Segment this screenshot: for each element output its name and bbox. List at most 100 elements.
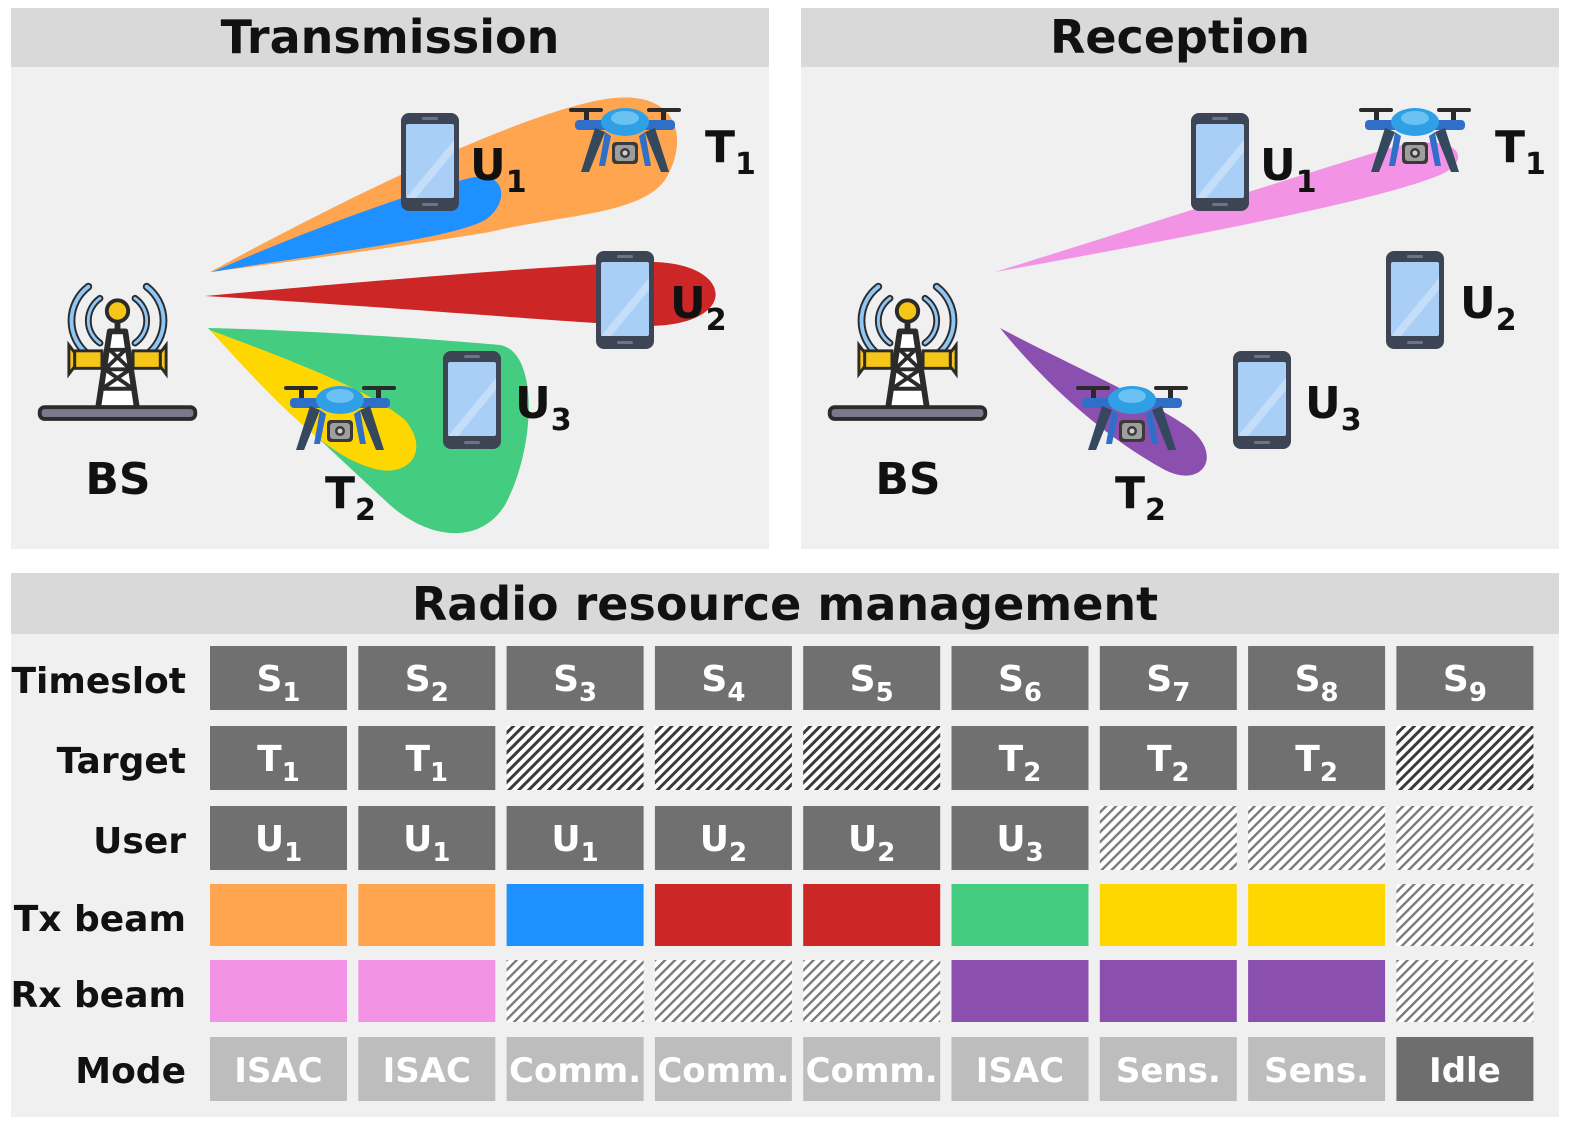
tx-beam-red — [205, 262, 716, 326]
users-cell-label: U2 — [700, 819, 747, 868]
targets-cell — [654, 726, 792, 790]
target-label-t2: T2 — [1115, 468, 1166, 528]
user-label-u3: U3 — [515, 378, 572, 438]
phone-icon — [1386, 251, 1444, 349]
tx-beams-cell — [1396, 884, 1534, 946]
timeslots-cell — [506, 646, 644, 710]
users-cell-label: U1 — [551, 819, 598, 868]
timeslots-cell-label: S1 — [256, 659, 300, 708]
rx-beams-cell — [1248, 960, 1386, 1022]
reception-panel: Reception BS U1 U2 U3 T1 T2 — [801, 8, 1559, 549]
timeslots-cell — [654, 646, 792, 710]
transmission-panel: Transmission BS U1 U2 U3 T1 T2 — [11, 8, 769, 549]
modes-cell — [1248, 1037, 1386, 1101]
timeslots-cell-label: S5 — [850, 659, 894, 708]
bs-label: BS — [875, 454, 940, 505]
rx-beams-cell — [654, 960, 792, 1022]
transmission-title: Transmission — [221, 10, 560, 64]
targets-cell-label: T1 — [405, 739, 448, 788]
timeslots-cell — [1099, 646, 1237, 710]
user-label-u2: U2 — [1460, 278, 1517, 338]
modes-cell — [1396, 1037, 1534, 1101]
timeslots-cell — [803, 646, 941, 710]
rx-beams-cell — [210, 960, 347, 1022]
rx-beams-cell — [1396, 960, 1534, 1022]
phone-icon — [401, 113, 459, 211]
tx-beams-cell — [506, 884, 644, 946]
users-cell — [210, 806, 347, 870]
modes-cell — [1099, 1037, 1237, 1101]
users-cell — [1248, 806, 1386, 870]
user-label-u1: U1 — [1260, 140, 1317, 200]
timeslots-cell — [1396, 646, 1534, 710]
user-label-u2: U2 — [670, 278, 727, 338]
modes-cell-label: Idle — [1429, 1051, 1501, 1091]
rx-beams-cell — [1099, 960, 1237, 1022]
tx-beams-cell — [1099, 884, 1237, 946]
tx-beams-cell — [210, 884, 347, 946]
modes-cell-label: Sens. — [1116, 1051, 1221, 1091]
users-cell-label: U1 — [403, 819, 450, 868]
user-label-u3: U3 — [1305, 378, 1362, 438]
targets-cell-label: T1 — [257, 739, 300, 788]
users-cell — [951, 806, 1089, 870]
rx-beams-cell — [951, 960, 1089, 1022]
tx-beams-cell — [654, 884, 792, 946]
users-cell — [506, 806, 644, 870]
timeslots-cell-label: S9 — [1443, 659, 1487, 708]
targets-cell-label: T2 — [1295, 739, 1338, 788]
row-label-timeslot: Timeslot — [11, 661, 186, 702]
timeslots-cell — [1248, 646, 1386, 710]
modes-cell — [654, 1037, 792, 1101]
row-label-mode: Mode — [75, 1051, 186, 1092]
user-label-u1: U1 — [470, 140, 527, 200]
users-cell — [1396, 806, 1534, 870]
timeslots-cell-label: S2 — [405, 659, 449, 708]
targets-cell — [803, 726, 941, 790]
users-cell — [1099, 806, 1237, 870]
modes-cell — [506, 1037, 644, 1101]
modes-cell — [358, 1037, 496, 1101]
modes-cell-label: Comm. — [509, 1051, 641, 1091]
targets-cell — [506, 726, 644, 790]
users-cell — [654, 806, 792, 870]
modes-cell — [951, 1037, 1089, 1101]
modes-cell-label: ISAC — [976, 1051, 1064, 1091]
row-label-tx-beam: Tx beam — [14, 899, 186, 940]
users-cell-label: U2 — [848, 819, 895, 868]
targets-cell-label: T2 — [1147, 739, 1190, 788]
targets-cell — [210, 726, 347, 790]
rx-beams-cell — [358, 960, 496, 1022]
timeslots-cell-label: S8 — [1295, 659, 1339, 708]
timeslots-cell — [358, 646, 496, 710]
targets-cell — [1396, 726, 1534, 790]
phone-icon — [443, 351, 501, 449]
users-cell — [358, 806, 496, 870]
rrm-panel: Radio resource management Timeslot Targe… — [11, 573, 1559, 1117]
modes-cell-label: ISAC — [234, 1051, 322, 1091]
rx-beams-cell — [803, 960, 941, 1022]
modes-cell-label: Sens. — [1264, 1051, 1369, 1091]
tx-beams-cell — [951, 884, 1089, 946]
rrm-title: Radio resource management — [412, 577, 1158, 631]
row-label-user: User — [93, 821, 186, 862]
users-cell-label: U3 — [996, 819, 1043, 868]
targets-cell — [1099, 726, 1237, 790]
timeslots-cell — [210, 646, 347, 710]
row-label-target: Target — [57, 741, 186, 782]
rx-beams-cell — [506, 960, 644, 1022]
timeslots-cell-label: S3 — [553, 659, 597, 708]
row-label-rx-beam: Rx beam — [11, 975, 186, 1016]
tx-beams-cell — [1248, 884, 1386, 946]
tx-beams-cell — [358, 884, 496, 946]
targets-cell — [1248, 726, 1386, 790]
modes-cell-label: Comm. — [806, 1051, 938, 1091]
users-cell-label: U1 — [255, 819, 302, 868]
modes-cell — [210, 1037, 347, 1101]
timeslots-cell-label: S7 — [1146, 659, 1190, 708]
timeslots-cell-label: S6 — [998, 659, 1042, 708]
reception-title: Reception — [1050, 10, 1310, 64]
modes-cell — [803, 1037, 941, 1101]
